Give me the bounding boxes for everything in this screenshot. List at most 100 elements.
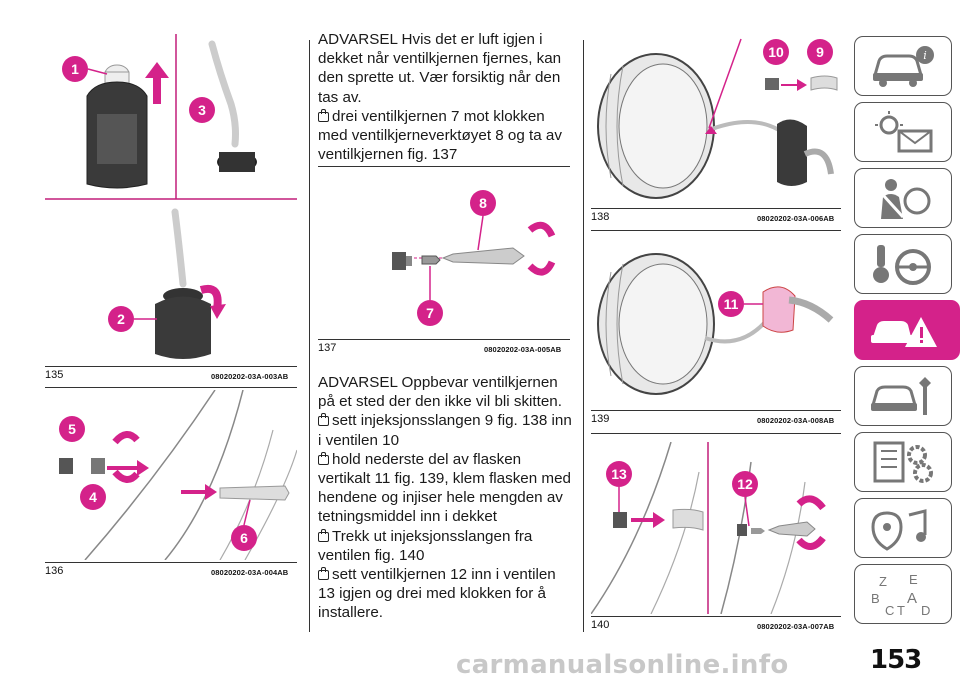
tab-servicing-maintenance[interactable] [854, 366, 952, 426]
caption-rule-136 [45, 562, 297, 563]
figure-139-code: 08020202-03A-008AB [757, 416, 835, 425]
figure-140-illustration: 13 12 [591, 442, 826, 614]
tab-index[interactable]: Z E B A C T D [854, 564, 952, 624]
index-letter: T [897, 603, 905, 617]
step-insert-hose-text: sett injeksjonsslangen 9 fig. 138 inn i … [318, 412, 572, 449]
tab-dashboard[interactable] [854, 102, 952, 162]
specifications-gears-icon [873, 441, 933, 483]
caption-rule-139 [591, 410, 841, 411]
warning-valve-core-air: ADVARSEL Hvis det er luft igjen i dekket… [318, 31, 562, 106]
figure-138-number: 138 [591, 211, 610, 223]
callout-12-label: 12 [737, 476, 753, 492]
column-divider-right [583, 40, 584, 632]
caption-rule-135 [45, 366, 297, 367]
tab-technical-data[interactable] [854, 432, 952, 492]
step-inject-sealant-text: hold nederste del av flasken vertikalt 1… [318, 450, 571, 526]
callout-4 [80, 484, 106, 510]
callout-9 [807, 39, 833, 65]
step-reinstall-valve-core: sett ventilkjernen 12 inn i ventilen 13 … [318, 565, 576, 623]
text-block-2: ADVARSEL Oppbevar ventilkjernen på et st… [318, 373, 576, 623]
index-letter: Z [879, 574, 887, 589]
figure-137-top-rule [318, 166, 570, 167]
callout-5-label: 5 [68, 421, 76, 437]
step-remove-valve-core-text: drei ventilkjernen 7 mot klokken med ven… [318, 107, 562, 164]
step-bullet-icon [318, 108, 329, 122]
step-reinstall-valve-core-text: sett ventilkjernen 12 inn i ventilen 13 … [318, 566, 556, 622]
figure-140-code: 08020202-03A-007AB [757, 622, 835, 631]
callout-10-label: 10 [768, 44, 784, 60]
callout-1 [62, 56, 88, 82]
callout-5 [59, 416, 85, 442]
figure-139-top-rule [591, 230, 841, 231]
figure-136-number: 136 [45, 565, 64, 577]
callout-11-label: 11 [724, 296, 739, 312]
figure-136-illustration: 5 4 6 [59, 390, 297, 560]
figure-136-code: 08020202-03A-004AB [211, 568, 289, 577]
page-number: 153 [870, 645, 922, 675]
callout-7 [417, 300, 443, 326]
callout-3 [189, 97, 215, 123]
figure-136-top-rule [45, 387, 297, 388]
callout-2-label: 2 [117, 311, 125, 327]
callout-11 [718, 291, 744, 317]
car-wrench-icon [871, 377, 931, 415]
index-letter: A [907, 590, 917, 607]
warning-lights-envelope-icon [875, 111, 933, 153]
tab-starting-driving[interactable] [854, 234, 952, 294]
step-bullet-icon [318, 567, 329, 581]
figure-137-number: 137 [318, 342, 337, 354]
watermark: carmanualsonline.info [456, 650, 789, 680]
caption-rule-138 [591, 208, 841, 209]
figure-140-number: 140 [591, 619, 610, 631]
tab-knowing-your-car[interactable]: i [854, 36, 952, 96]
figure-135-illustration: 1 3 2 [45, 34, 297, 359]
index-letter: D [921, 603, 930, 617]
emergency-breakdown-icon [871, 317, 937, 347]
callout-13-label: 13 [611, 466, 627, 482]
figure-140-top-rule [591, 433, 841, 434]
index-letter: C [885, 603, 894, 617]
tab-safety[interactable] [854, 168, 952, 228]
figure-135-number: 135 [45, 369, 64, 381]
step-bullet-icon [318, 413, 329, 427]
figure-138-illustration: 10 9 [597, 38, 838, 199]
key-steering-wheel-icon [873, 245, 931, 285]
callout-6 [231, 525, 257, 551]
callout-8-label: 8 [479, 195, 487, 211]
callout-6-label: 6 [240, 530, 248, 546]
figure-138-code: 08020202-03A-006AB [757, 214, 835, 223]
step-remove-hose-text: Trekk ut injeksjonsslangen fra ventilen … [318, 527, 533, 564]
step-inject-sealant: hold nederste del av flasken vertikalt 1… [318, 450, 576, 527]
figure-137-illustration: 8 7 [392, 190, 556, 326]
callout-10 [763, 39, 789, 65]
figure-135-code: 08020202-03A-003AB [211, 372, 289, 381]
callout-4-label: 4 [89, 489, 97, 505]
step-remove-hose: Trekk ut injeksjonsslangen fra ventilen … [318, 527, 576, 565]
figure-140: 13 12 [591, 442, 841, 614]
callout-13 [606, 461, 632, 487]
figure-135: 1 3 2 [45, 34, 297, 364]
callout-8 [470, 190, 496, 216]
callout-3-label: 3 [198, 102, 206, 118]
figure-139-illustration: 11 [597, 253, 834, 395]
text-block-1: ADVARSEL Hvis det er luft igjen i dekket… [318, 30, 576, 164]
figure-139: 11 [591, 240, 841, 408]
warning-store-valve-core: ADVARSEL Oppbevar ventilkjernen på et st… [318, 374, 562, 411]
step-insert-hose: sett injeksjonsslangen 9 fig. 138 inn i … [318, 411, 576, 449]
callout-1-label: 1 [71, 61, 79, 77]
figure-137: 8 7 [318, 170, 570, 335]
seatbelt-airbag-icon [881, 179, 931, 219]
figure-136: 5 4 6 [45, 390, 297, 560]
car-info-icon: i [873, 46, 934, 87]
figure-139-number: 139 [591, 413, 610, 425]
index-letter: E [909, 572, 918, 587]
tab-in-an-emergency[interactable] [854, 300, 960, 360]
callout-2 [108, 306, 134, 332]
multimedia-music-icon [871, 509, 927, 551]
step-bullet-icon [318, 528, 329, 542]
tab-multimedia[interactable] [854, 498, 952, 558]
caption-rule-140 [591, 616, 841, 617]
callout-12 [732, 471, 758, 497]
alphabetical-index-icon: Z E B A C T D [871, 572, 930, 617]
caption-rule-137 [318, 339, 570, 340]
